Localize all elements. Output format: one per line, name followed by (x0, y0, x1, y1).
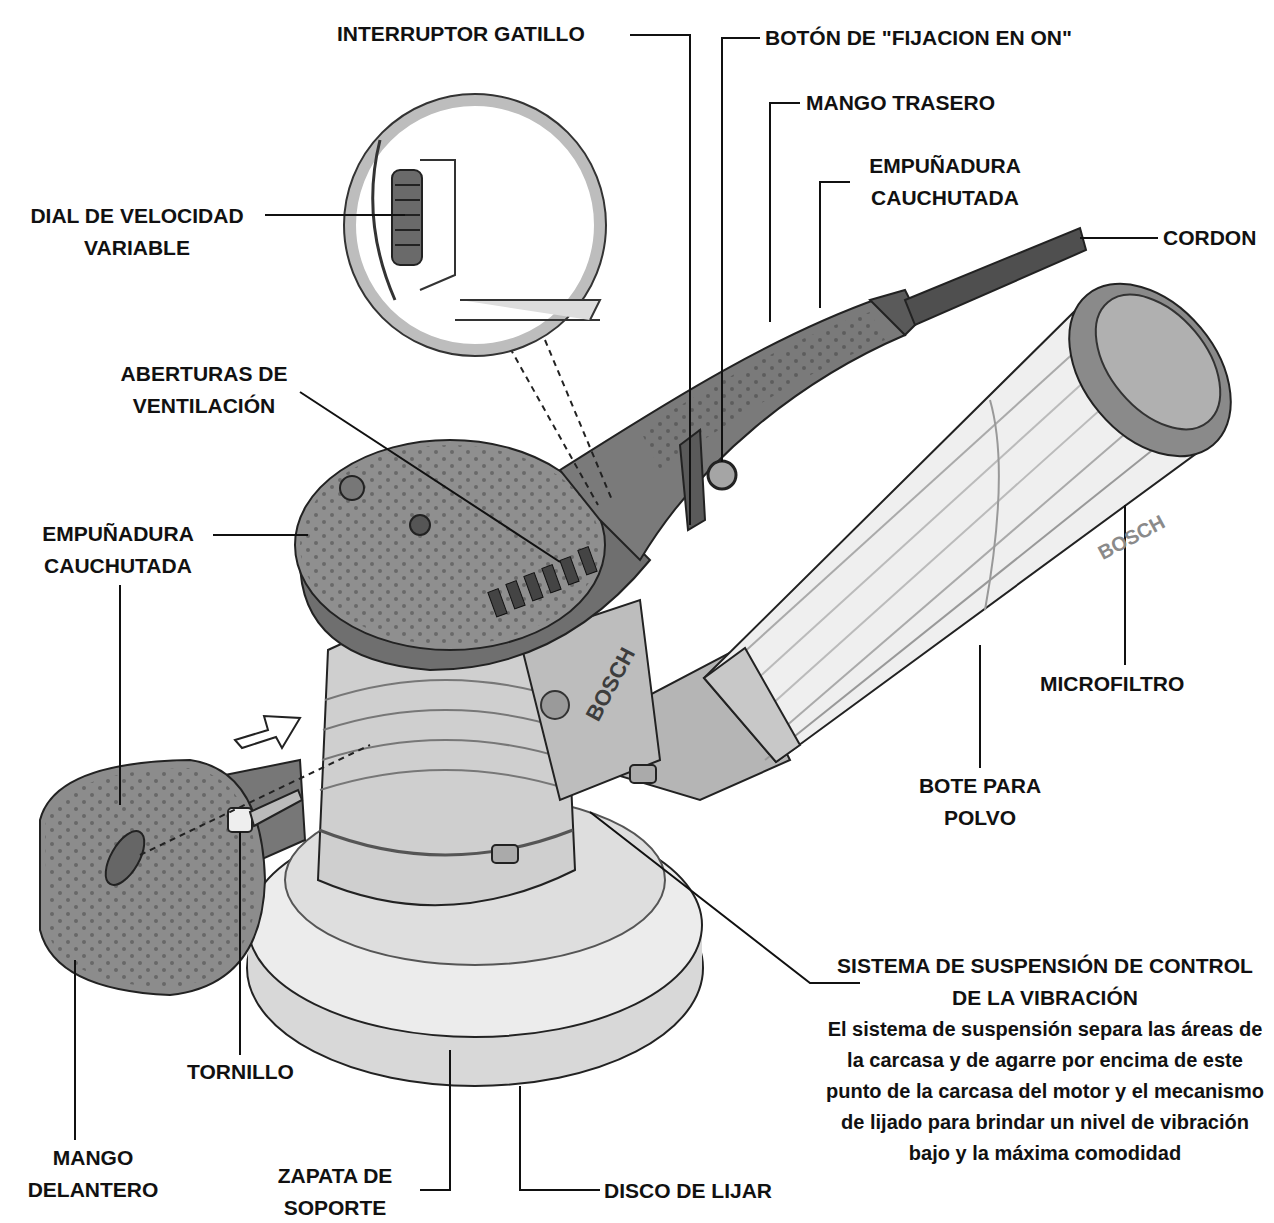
dust-canister (704, 648, 800, 762)
leader-line (213, 534, 308, 536)
motor-head (340, 476, 364, 500)
motor-housing (541, 691, 569, 719)
motor-head (542, 565, 561, 593)
front-handle (235, 716, 300, 748)
motor-head (488, 547, 597, 617)
leader-line (239, 832, 241, 1055)
magnified-detail (455, 319, 600, 321)
magnified-detail (420, 160, 455, 290)
leader-line (590, 812, 860, 983)
dust-canister (1036, 253, 1263, 488)
leader-line (722, 38, 760, 462)
leader-line (265, 214, 405, 216)
motor-housing (630, 765, 656, 783)
motor-housing (492, 845, 518, 863)
part-label: DIAL DE VELOCIDAD VARIABLE (8, 200, 266, 264)
leader-line (420, 1050, 450, 1190)
leader-line (119, 585, 121, 805)
dust-canister (760, 365, 1150, 715)
leader-line (820, 182, 850, 308)
part-label: TORNILLO (178, 1056, 303, 1088)
dust-canister (985, 400, 999, 610)
magnified-detail (350, 100, 600, 350)
magnified-detail (395, 184, 420, 186)
motor-head (410, 515, 430, 535)
part-label: CORDON (1163, 222, 1273, 254)
leader-line (979, 645, 981, 768)
part-label: MICROFILTRO (1040, 668, 1240, 700)
motor-housing (323, 710, 569, 730)
front-handle (140, 745, 370, 855)
magnified-detail (395, 244, 420, 246)
magnified-detail (392, 170, 422, 265)
part-label: EMPUÑADURA CAUCHUTADA (850, 150, 1040, 214)
part-label: ABERTURAS DE VENTILACIÓN (98, 358, 310, 422)
motor-head (524, 573, 543, 601)
motor-head (578, 547, 597, 575)
magnified-detail (510, 348, 598, 505)
dust-canister (600, 253, 1264, 800)
note-heading: SISTEMA DE SUSPENSIÓN DE CONTROL DE LA V… (830, 950, 1260, 1014)
front-handle (250, 790, 302, 826)
front-handle (98, 825, 152, 891)
part-label: EMPUÑADURA CAUCHUTADA (22, 518, 214, 582)
leader-line (74, 960, 76, 1140)
dust-canister (765, 420, 1190, 760)
motor-housing (319, 830, 573, 855)
part-label: BOTÓN DE "FIJACION EN ON" (765, 22, 1145, 54)
motor-head (300, 445, 600, 645)
part-label: MANGO DELANTERO (18, 1142, 168, 1206)
magnified-detail (344, 94, 612, 505)
brand-mark: BOSCH (1092, 493, 1195, 568)
rear-handle (640, 312, 885, 470)
part-label: DISCO DE LIJAR (604, 1175, 824, 1207)
magnified-detail (344, 94, 606, 356)
leader-line (1080, 237, 1158, 239)
rear-handle (560, 228, 1086, 560)
part-label: MANGO TRASERO (806, 87, 1066, 119)
motor-head (560, 557, 579, 585)
leader-line (770, 103, 800, 322)
part-label: BOTE PARA POLVO (890, 770, 1070, 834)
magnified-detail (395, 199, 420, 201)
part-label: INTERRUPTOR GATILLO (337, 18, 637, 50)
leader-line (630, 35, 690, 525)
front-handle (45, 768, 258, 988)
motor-head (506, 581, 525, 609)
front-handle (40, 716, 370, 995)
motor-head (295, 440, 605, 650)
rear-handle (680, 430, 705, 530)
rear-handle (560, 298, 905, 560)
brand-mark: BOSCH (578, 624, 653, 727)
magnified-detail (395, 229, 420, 231)
magnified-detail (460, 300, 600, 320)
leader-line (300, 392, 560, 562)
leader-line (520, 1086, 600, 1190)
magnified-detail (545, 340, 612, 500)
dust-canister (1071, 271, 1245, 452)
motor-head (488, 589, 507, 617)
front-handle (40, 760, 265, 995)
rear-handle (905, 228, 1086, 325)
motor-housing (320, 770, 571, 790)
note-text: El sistema de suspensión separa las área… (822, 1014, 1268, 1169)
part-label: ZAPATA DE SOPORTE (250, 1160, 420, 1223)
rear-handle (708, 461, 736, 489)
